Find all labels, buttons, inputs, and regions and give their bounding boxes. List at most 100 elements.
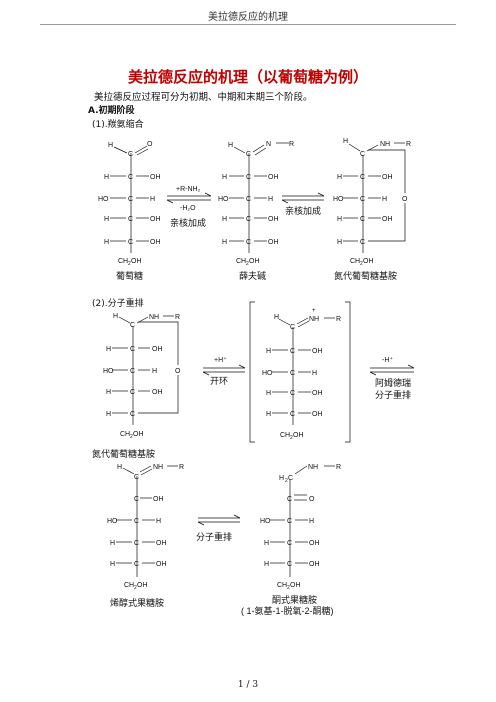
svg-text:OH: OH [150, 174, 161, 181]
arrow4-label-1: 阿姆德瑞 [375, 377, 411, 388]
svg-text:+: + [312, 308, 316, 314]
svg-text:H: H [264, 540, 269, 547]
svg-text:H: H [274, 314, 279, 321]
svg-text:H: H [266, 411, 271, 418]
glucose-structure [110, 145, 149, 253]
arrow3-label: 开环 [210, 376, 228, 386]
svg-text:2: 2 [246, 261, 249, 267]
svg-text:2: 2 [134, 585, 137, 591]
svg-text:OH: OH [131, 258, 142, 265]
svg-text:HO: HO [98, 196, 109, 203]
svg-text:H: H [228, 142, 233, 149]
arrow-4 [369, 364, 415, 376]
svg-text:C: C [134, 518, 139, 525]
svg-text:C: C [134, 540, 139, 547]
svg-text:H: H [337, 216, 342, 223]
svg-text:N: N [266, 141, 271, 148]
svg-text:HO: HO [218, 196, 229, 203]
svg-text:OH: OH [312, 348, 323, 355]
arrow2-label: 亲核加成 [285, 205, 321, 216]
svg-text:H: H [279, 475, 284, 482]
svg-text:HO: HO [260, 518, 271, 525]
svg-text:H: H [222, 216, 227, 223]
svg-text:NH: NH [308, 464, 318, 471]
svg-text:2: 2 [130, 434, 133, 440]
schiff-base-structure [229, 142, 289, 253]
svg-text:H: H [266, 390, 271, 397]
svg-text:CH: CH [124, 582, 134, 589]
arrow1-byproduct: -H₂O [180, 205, 196, 212]
svg-text:C: C [130, 322, 135, 329]
svg-text:C: C [288, 475, 293, 482]
svg-text:NH: NH [149, 314, 159, 321]
svg-text:H: H [152, 368, 157, 375]
svg-text:H: H [106, 346, 111, 353]
svg-text:C: C [360, 239, 365, 246]
svg-text:OH: OH [268, 174, 279, 181]
svg-text:OH: OH [137, 582, 148, 589]
arrow-5 [197, 514, 241, 526]
svg-text:H: H [104, 239, 109, 246]
svg-text:OH: OH [133, 431, 144, 438]
svg-text:2: 2 [128, 261, 131, 267]
svg-text:C: C [287, 540, 292, 547]
svg-text:C: C [360, 196, 365, 203]
svg-text:R: R [179, 464, 184, 471]
svg-text:OH: OH [363, 258, 374, 265]
svg-text:H: H [222, 239, 227, 246]
svg-text:O: O [147, 141, 153, 148]
svg-text:OH: OH [153, 496, 164, 503]
svg-text:C: C [360, 174, 365, 181]
svg-text:NH: NH [380, 141, 390, 148]
svg-text:OH: OH [309, 540, 320, 547]
svg-text:OH: OH [312, 390, 323, 397]
svg-text:O: O [402, 196, 408, 203]
svg-text:NH: NH [309, 316, 319, 323]
svg-text:H: H [113, 313, 118, 320]
arrow-2 [281, 192, 325, 204]
svg-text:CH: CH [350, 258, 360, 265]
svg-text:HO: HO [103, 368, 114, 375]
svg-text:C: C [360, 216, 365, 223]
arrow4-label-2: 分子重排 [375, 389, 411, 400]
svg-text:C: C [246, 239, 251, 246]
svg-text:H: H [268, 196, 273, 203]
svg-text:C: C [130, 346, 135, 353]
label-glucose: 葡萄糖 [116, 270, 143, 281]
svg-text:C: C [290, 411, 295, 418]
svg-text:H: H [110, 540, 115, 547]
svg-text:C: C [246, 174, 251, 181]
header-rule [40, 24, 456, 25]
svg-text:H: H [150, 196, 155, 203]
svg-text:O: O [175, 368, 181, 375]
svg-text:C: C [134, 496, 139, 503]
svg-text:OH: OH [156, 540, 167, 547]
svg-text:OH: OH [150, 239, 161, 246]
svg-text:C: C [128, 151, 133, 158]
svg-text:OH: OH [309, 561, 320, 568]
svg-text:H: H [312, 370, 317, 377]
arrow1-label: 亲核加成 [170, 217, 206, 228]
svg-text:C: C [360, 151, 365, 158]
section-a-heading: A.初期阶段 [88, 106, 135, 116]
svg-text:C: C [290, 324, 295, 331]
svg-text:C: C [128, 239, 133, 246]
svg-text:H: H [382, 196, 387, 203]
svg-text:C: C [130, 411, 135, 418]
svg-text:HO: HO [262, 370, 273, 377]
svg-text:C: C [287, 496, 292, 503]
svg-text:OH: OH [293, 432, 304, 439]
n-glucosylamine-structure-2 [112, 315, 179, 425]
svg-text:H: H [110, 561, 115, 568]
svg-text:OH: OH [152, 346, 163, 353]
step2-heading: (2).分子重排 [92, 299, 144, 309]
svg-text:C: C [246, 151, 251, 158]
svg-text:H: H [264, 561, 269, 568]
arrow5-label: 分子重排 [196, 531, 232, 542]
svg-text:OH: OH [382, 174, 393, 181]
svg-text:C: C [134, 474, 139, 481]
document-title: 美拉德反应的机理（以葡萄糖为例） [127, 68, 368, 86]
svg-text:H: H [156, 518, 161, 525]
intro-paragraph: 美拉德反应过程可分为初期、中期和末期三个阶段。 [94, 92, 313, 103]
